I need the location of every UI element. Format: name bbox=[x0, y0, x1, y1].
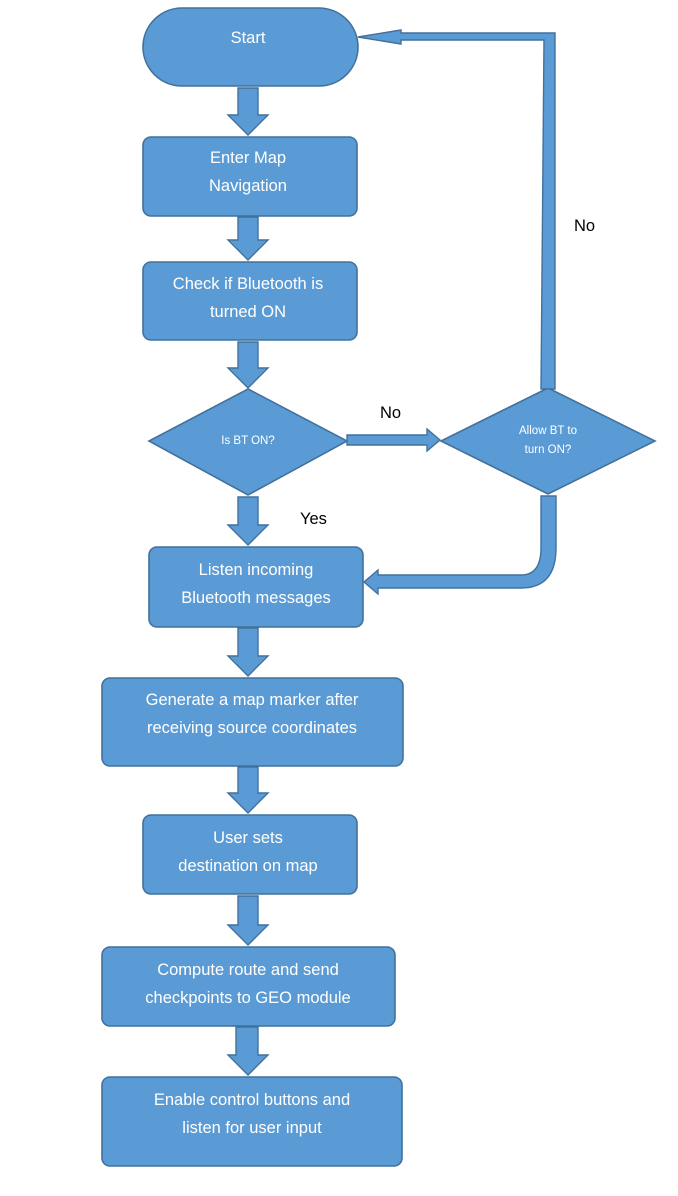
edge-label-no-loop: No bbox=[574, 217, 595, 235]
arrow-yes-to-listen bbox=[226, 496, 270, 546]
check-bt-process bbox=[142, 261, 358, 341]
enter-map-label-2: Navigation bbox=[209, 177, 287, 195]
generate-marker-process bbox=[101, 677, 404, 767]
enter-map-label-1: Enter Map bbox=[210, 149, 286, 167]
is-bt-on-decision bbox=[147, 388, 349, 496]
start-label: Start bbox=[231, 29, 266, 47]
user-sets-label-1: User sets bbox=[213, 829, 283, 847]
user-sets-label-2: destination on map bbox=[178, 857, 317, 875]
arrow-generate-to-user-sets bbox=[226, 766, 270, 814]
listen-label-2: Bluetooth messages bbox=[181, 589, 331, 607]
generate-marker-label-1: Generate a map marker after bbox=[146, 691, 359, 709]
generate-marker-label-2: receiving source coordinates bbox=[147, 719, 357, 737]
arrow-compute-to-enable bbox=[226, 1026, 270, 1076]
enter-map-process bbox=[142, 136, 358, 217]
is-bt-on-label: Is BT ON? bbox=[221, 435, 274, 447]
edge-label-yes: Yes bbox=[300, 510, 327, 528]
check-bt-label-2: turned ON bbox=[210, 303, 286, 321]
check-bt-label-1: Check if Bluetooth is bbox=[173, 275, 323, 293]
edge-label-no-to-allow: No bbox=[380, 404, 401, 422]
compute-route-process bbox=[101, 946, 396, 1027]
arrow-check-bt-to-decision bbox=[226, 341, 270, 389]
arrow-enter-map-to-check-bt bbox=[226, 216, 270, 261]
enable-controls-label-2: listen for user input bbox=[182, 1119, 322, 1137]
arrow-no-to-allow-bt bbox=[346, 427, 442, 453]
arrow-listen-to-generate bbox=[226, 627, 270, 677]
user-sets-process bbox=[142, 814, 358, 895]
compute-route-label-1: Compute route and send bbox=[157, 961, 339, 979]
arrow-start-to-enter-map bbox=[226, 87, 270, 136]
arrow-no-loop-back-to-start bbox=[357, 29, 556, 390]
allow-bt-label-1: Allow BT to bbox=[519, 425, 577, 437]
allow-bt-decision bbox=[439, 387, 657, 495]
arrow-user-sets-to-compute bbox=[226, 895, 270, 946]
enable-controls-label-1: Enable control buttons and bbox=[154, 1091, 350, 1109]
arrow-allow-bt-to-listen bbox=[362, 495, 557, 596]
enable-controls-process bbox=[101, 1076, 403, 1167]
allow-bt-label-2: turn ON? bbox=[525, 444, 572, 456]
start-terminal bbox=[142, 7, 359, 87]
listen-label-1: Listen incoming bbox=[199, 561, 314, 579]
compute-route-label-2: checkpoints to GEO module bbox=[145, 989, 350, 1007]
listen-process bbox=[148, 546, 364, 628]
